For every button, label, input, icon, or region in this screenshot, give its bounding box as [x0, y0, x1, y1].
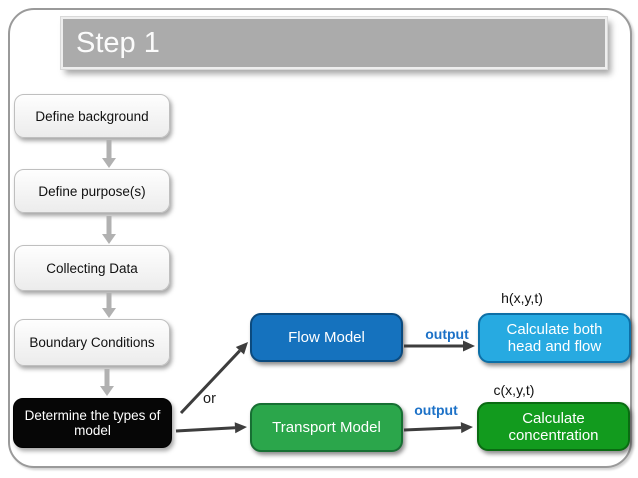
or-label: or — [203, 391, 216, 407]
step-label: Boundary Conditions — [29, 335, 155, 350]
calculate-head-flow-label: Calculate both head and flow — [506, 321, 603, 355]
head-annotation: h(x,y,t) — [501, 290, 543, 306]
transport-model-label: Transport Model — [272, 419, 381, 436]
title-bar: Step 1 — [61, 17, 607, 69]
step-box-define-purposes: Define purpose(s) — [14, 169, 170, 213]
transport-model-box: Transport Model — [250, 403, 403, 452]
flow-output-label: output — [425, 326, 469, 342]
page-title: Step 1 — [76, 27, 160, 59]
calculate-head-flow-box: Calculate both head and flow — [478, 313, 631, 363]
transport-output-label: output — [414, 402, 458, 418]
step-box-define-background: Define background — [14, 94, 170, 138]
step-label: Collecting Data — [46, 260, 138, 276]
flow-model-label: Flow Model — [288, 329, 365, 346]
step-label: Define purpose(s) — [38, 183, 146, 199]
concentration-annotation: c(x,y,t) — [493, 382, 535, 398]
flow-model-box: Flow Model — [250, 313, 403, 362]
step-box-collecting-data: Collecting Data — [14, 245, 170, 291]
step-box-determine-types: Determine the types of model — [13, 398, 172, 448]
step-label: Define background — [35, 108, 149, 124]
step-label: Determine the types of model — [24, 408, 161, 438]
calculate-concentration-box: Calculate concentration — [477, 402, 630, 451]
step-box-boundary-conditions: Boundary Conditions — [14, 319, 170, 366]
calculate-concentration-label: Calculate concentration — [508, 409, 599, 444]
